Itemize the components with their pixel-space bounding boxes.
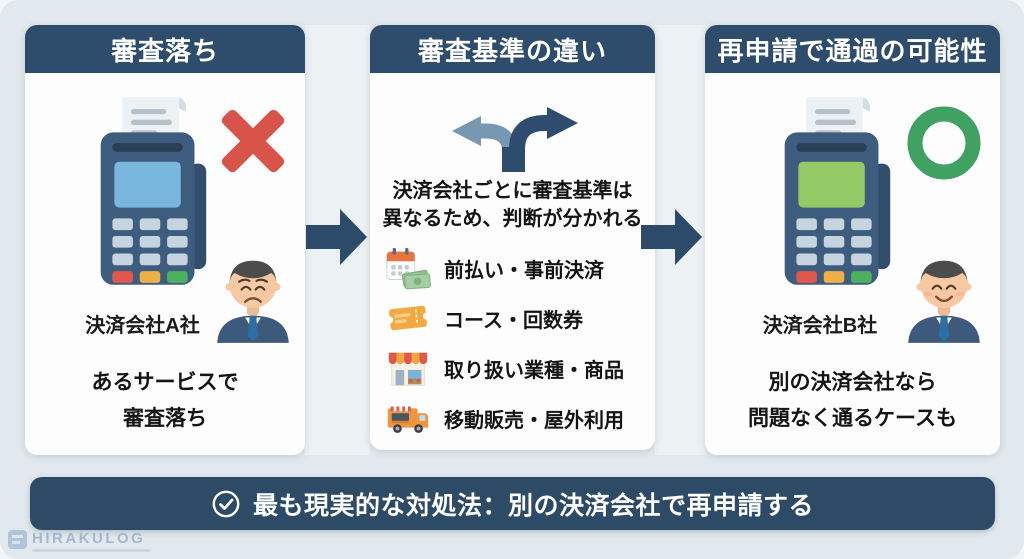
watermark-logo-icon bbox=[8, 530, 27, 549]
flow-arrow-icon bbox=[641, 208, 703, 266]
list-item: 移動販売・屋外利用 bbox=[385, 393, 647, 443]
list-item: 前払い・事前決済 bbox=[385, 243, 647, 293]
criteria-item-label: コース・回数券 bbox=[444, 309, 583, 332]
watermark: HIRAKULOG bbox=[8, 530, 150, 552]
panel-rejected-caption: あるサービスで 審査落ち bbox=[91, 371, 239, 430]
panel-reapply: 再申請で通過の可能性 bbox=[705, 25, 1000, 455]
list-item: コース・回数券 bbox=[385, 293, 647, 343]
company-a-label: 決済会社A社 bbox=[85, 315, 200, 337]
check-circle-icon bbox=[211, 489, 241, 519]
food-truck-icon bbox=[385, 395, 431, 441]
criteria-list: 前払い・事前決済 コース・回数券 bbox=[385, 243, 647, 443]
panel-criteria-title: 審査基準の違い bbox=[370, 25, 655, 73]
criteria-description: 決済会社ごとに審査基準は 異なるため、判断が分かれる bbox=[382, 180, 643, 230]
calendar-money-icon bbox=[385, 245, 431, 291]
storefront-icon bbox=[385, 345, 431, 391]
conclusion-banner: 最も現実的な対処法：別の決済会社で再申請する bbox=[30, 477, 995, 530]
panel-criteria: 審査基準の違い 決済会社ごとに審査基準は 異なるため、判断が分かれる bbox=[370, 25, 655, 450]
circle-mark-icon bbox=[904, 103, 984, 183]
criteria-item-label: 取り扱い業種・商品 bbox=[444, 359, 624, 382]
watermark-subline bbox=[32, 549, 150, 552]
company-b-label: 決済会社B社 bbox=[762, 315, 878, 337]
panel-rejected: 審査落ち bbox=[25, 25, 305, 455]
fork-arrows-icon bbox=[438, 87, 588, 172]
panel-rejected-title: 審査落ち bbox=[25, 25, 305, 73]
panel-reapply-caption: 別の決済会社なら 問題なく通るケースも bbox=[748, 371, 957, 430]
payment-terminal-icon bbox=[87, 93, 214, 289]
x-mark-icon bbox=[213, 101, 293, 181]
payment-terminal-icon bbox=[771, 93, 898, 289]
watermark-text: HIRAKULOG bbox=[32, 530, 146, 547]
flow-arrow-icon bbox=[306, 208, 368, 266]
sad-businessman-icon bbox=[205, 251, 301, 343]
list-item: 取り扱い業種・商品 bbox=[385, 343, 647, 393]
conclusion-text: 最も現実的な対処法：別の決済会社で再申請する bbox=[252, 491, 814, 520]
panel-reapply-title: 再申請で通過の可能性 bbox=[705, 25, 1000, 73]
criteria-item-label: 移動販売・屋外利用 bbox=[444, 409, 624, 432]
ticket-icon bbox=[385, 295, 431, 341]
criteria-item-label: 前払い・事前決済 bbox=[444, 259, 604, 282]
happy-businessman-icon bbox=[896, 251, 992, 343]
